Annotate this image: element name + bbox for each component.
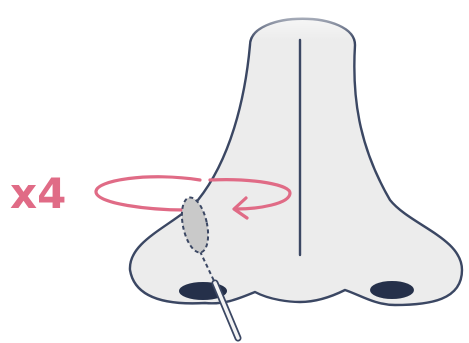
nose-shape (130, 19, 462, 305)
bridge-fade (240, 0, 365, 40)
rotation-count-label: x4 (10, 169, 66, 218)
right-nostril (370, 281, 414, 299)
